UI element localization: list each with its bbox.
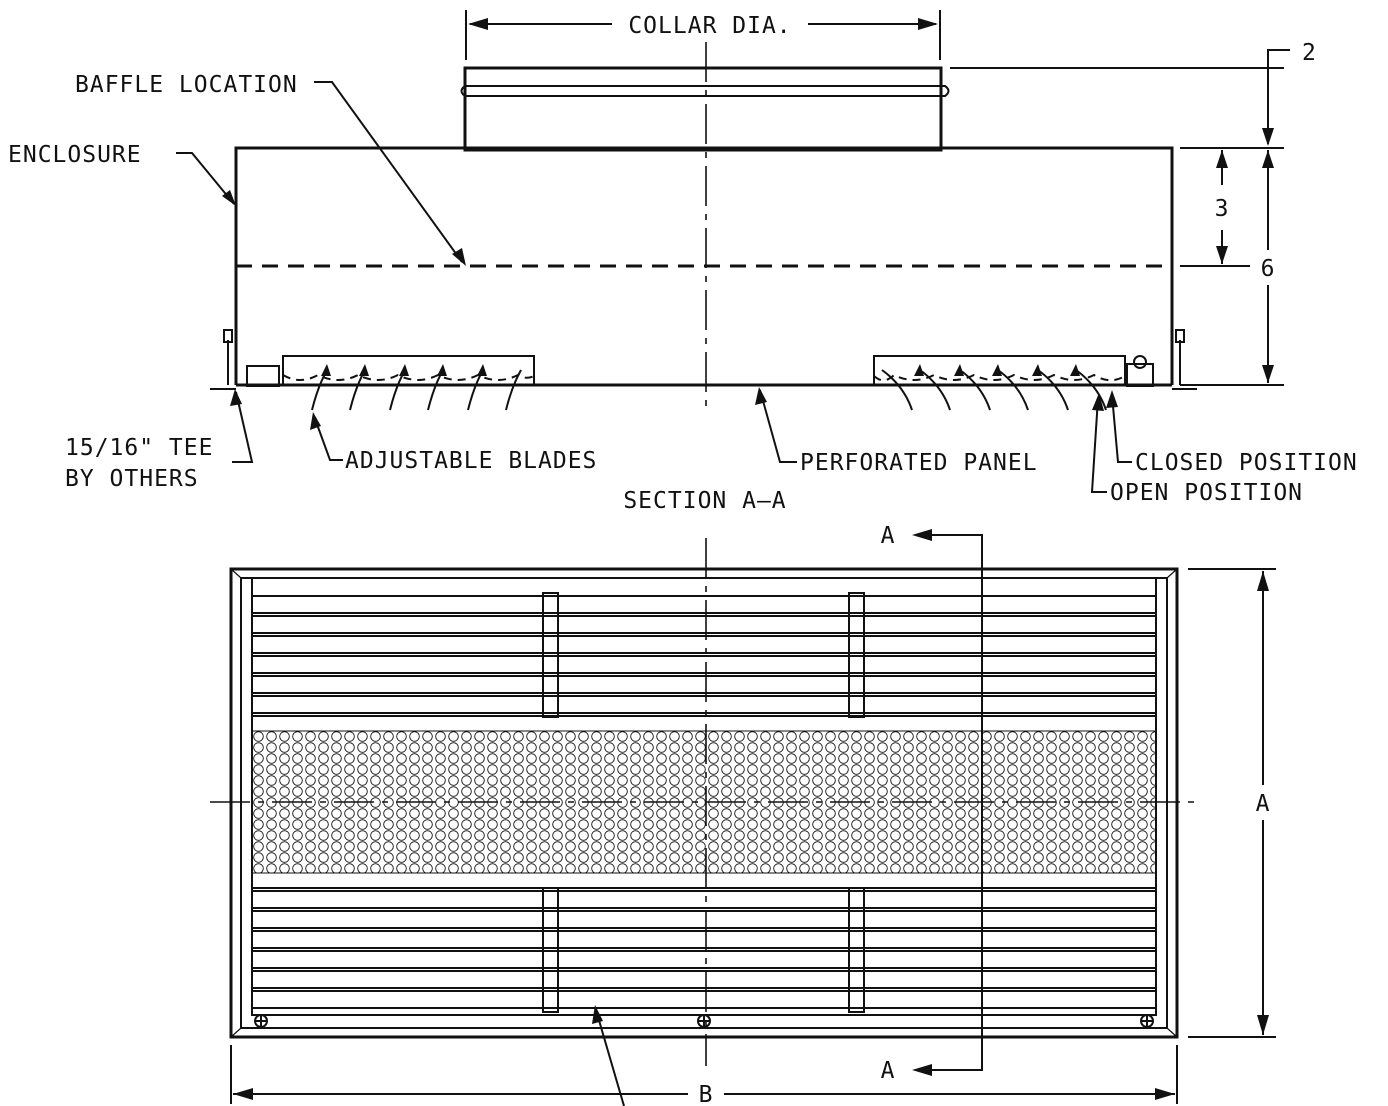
left-blade-housing [282, 355, 535, 385]
enclosure-label: ENCLOSURE [8, 142, 142, 168]
left-blade-arrows [321, 364, 487, 376]
right-blades-open [881, 369, 1107, 411]
closed-position-label: CLOSED POSITION [1135, 450, 1358, 476]
dimension-a-label: A [1256, 791, 1271, 817]
left-blades-closed [282, 373, 535, 381]
screw-right [1140, 1014, 1154, 1028]
collar-bead [460, 85, 950, 97]
right-blade-arrows [914, 364, 1080, 376]
tee-label-line1: 15/16" TEE [65, 435, 213, 461]
upper-louvers [252, 595, 1156, 717]
right-blades-closed [873, 373, 1126, 382]
enclosure-height-value: 6 [1261, 256, 1276, 282]
open-position-label: OPEN POSITION [1110, 480, 1303, 506]
baffle-depth-value: 3 [1215, 196, 1230, 222]
lower-support-right [848, 887, 865, 1013]
right-clip [1126, 363, 1154, 387]
right-blade-housing [873, 355, 1126, 385]
right-knob [1133, 355, 1147, 369]
upper-support-right [848, 592, 865, 718]
collar [463, 66, 943, 152]
tee-label-line2: BY OTHERS [65, 466, 199, 492]
screw-center [697, 1014, 711, 1028]
dimension-b-label: B [699, 1082, 714, 1106]
section-view [210, 42, 1197, 412]
perforated-panel-label: PERFORATED PANEL [800, 450, 1038, 476]
section-cut-line: A A [881, 523, 983, 1084]
section-mark-top: A [881, 523, 896, 549]
collar-height-value: 2 [1302, 40, 1317, 66]
left-blades-open [311, 369, 522, 411]
baffle-location-label: BAFFLE LOCATION [75, 72, 298, 98]
left-tee [210, 329, 236, 390]
blade-leader [595, 1009, 625, 1106]
left-clip [246, 365, 280, 387]
height-dimensions: 2 3 6 [950, 40, 1317, 386]
section-mark-bottom: A [881, 1058, 896, 1084]
screw-left [254, 1014, 268, 1028]
collar-dimension: COLLAR DIA. [465, 10, 941, 60]
collar-dia-label: COLLAR DIA. [628, 13, 791, 39]
section-title: SECTION A—A [623, 488, 786, 514]
lower-support-left [542, 887, 559, 1013]
plan-view: A A [210, 523, 1198, 1106]
right-tee [1172, 329, 1197, 390]
section-callouts: BAFFLE LOCATION ENCLOSURE 15/16" TEE BY … [8, 72, 1358, 514]
outer-frame [229, 567, 1179, 1039]
lower-louvers [252, 887, 1156, 1009]
dimension-b: B [230, 1045, 1178, 1106]
dimension-a: A [1188, 568, 1276, 1038]
upper-support-left [542, 592, 559, 718]
adjustable-blades-label: ADJUSTABLE BLADES [345, 448, 597, 474]
